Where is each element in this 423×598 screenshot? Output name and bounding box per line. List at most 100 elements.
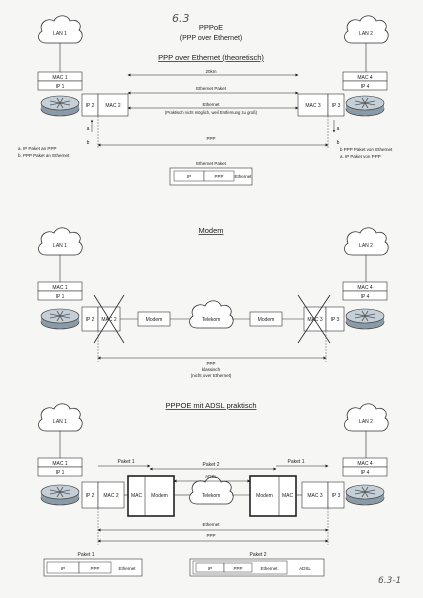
- router-left: [40, 484, 80, 506]
- lan-cloud-right: [344, 403, 389, 432]
- section-ppp-over-ethernet: PPP over Ethernet (theoretisch) LAN 1 LA…: [18, 15, 393, 186]
- dsl-right-mac-label: MAC: [282, 493, 294, 499]
- packet1-title: Paket 1: [78, 552, 95, 558]
- packet-cell-ppp: PPP: [214, 174, 223, 179]
- mac2-label: MAC 2: [101, 317, 117, 323]
- paket2-label: Paket 2: [203, 462, 220, 468]
- marker-b-left: b: [87, 140, 90, 146]
- footer-page-number: 6.3-1: [378, 576, 401, 586]
- ppp-arrow-label: PPP: [206, 136, 215, 141]
- section2-heading: Modem: [198, 226, 223, 235]
- mac4-label: MAC 4: [357, 461, 373, 467]
- ppp-span-label: PPP: [206, 533, 215, 538]
- note-left-a: a. IP Paket an PPP: [18, 146, 56, 151]
- lan-cloud-right: [344, 15, 389, 44]
- mac2-label: MAC 2: [103, 493, 119, 499]
- ethernet-arrow-label: Ethernet: [202, 102, 220, 107]
- section1-heading: PPP over Ethernet (theoretisch): [158, 53, 264, 62]
- lan-right-label: LAN 2: [359, 31, 373, 37]
- ppp-classic-note1: klassisch: [202, 367, 221, 372]
- note-right-b: b PPP Paket von Ethernet: [340, 147, 393, 152]
- packet1-cell-ethernet: Ethernet: [118, 566, 136, 571]
- lan-cloud-left: [38, 403, 83, 432]
- crossed-out-mac3: [297, 294, 331, 344]
- packet2-cell-ethernet: Ethernet: [260, 566, 278, 571]
- note-left-b: b. PPP Paket an Ethernet: [18, 153, 70, 158]
- mac3-label: MAC 3: [305, 103, 321, 109]
- ethernet-note: (Praktisch nicht möglich, weil Entfernun…: [165, 110, 258, 115]
- ethernet-span-label: Ethernet: [202, 522, 220, 527]
- mac1-label: MAC 1: [52, 285, 68, 291]
- ip2-label: IP 2: [86, 317, 95, 323]
- marker-b-right: b: [337, 140, 340, 146]
- page-subtitle: (PPP over Ethernet): [180, 35, 243, 42]
- ip4-label: IP 4: [361, 294, 370, 300]
- mac2-label: MAC 2: [105, 103, 121, 109]
- section-pppoe-adsl: PPPOE mit ADSL praktisch LAN 1 LAN 2 MAC…: [37, 401, 389, 577]
- ip1-label: IP 1: [56, 294, 65, 300]
- paket1-right-label: Paket 1: [288, 459, 305, 465]
- ip2-label: IP 2: [86, 103, 95, 109]
- dsl-right-modem-label: Modem: [256, 493, 273, 499]
- telekom-label: Telekom: [202, 317, 221, 323]
- ip4-label: IP 4: [361, 470, 370, 476]
- dsl-device-left: [127, 475, 175, 517]
- router-right: [345, 308, 385, 330]
- packet2-cell-ppp: PPP: [233, 566, 242, 571]
- ip4-label: IP 4: [361, 84, 370, 90]
- lan-left-label: LAN 1: [53, 419, 67, 425]
- router-right: [345, 95, 385, 117]
- ip3-label: IP 3: [332, 493, 341, 499]
- packet-title: Ethernet Paket: [196, 161, 227, 166]
- lan-right-label: LAN 2: [359, 419, 373, 425]
- lan-cloud-left: [38, 227, 83, 256]
- mac4-label: MAC 4: [357, 285, 373, 291]
- marker-a-left: a: [87, 126, 90, 132]
- modem-left-label: Modem: [146, 317, 163, 323]
- ip3-label: IP 3: [331, 317, 340, 323]
- section-modem: Modem LAN 1 LAN 2 MAC 1 IP 1 MAC 4 IP 4 …: [37, 226, 389, 378]
- router-right: [345, 484, 385, 506]
- lan-right-label: LAN 2: [359, 243, 373, 249]
- telekom-label: Telekom: [202, 493, 221, 499]
- note-right-a: a. IP Paket von PPP: [340, 154, 381, 159]
- packet1-cell-ip: IP: [61, 566, 65, 571]
- crossed-out-mac2: [93, 294, 125, 344]
- telekom-cloud: [189, 300, 234, 329]
- paket1-left-label: Paket 1: [118, 459, 135, 465]
- lan-left-label: LAN 1: [53, 243, 67, 249]
- adsl-label: ADSL: [205, 474, 217, 479]
- packet2-cell-ip: IP: [208, 566, 212, 571]
- router-left: [40, 95, 80, 117]
- ip1-label: IP 1: [56, 470, 65, 476]
- page-number: 6.3: [172, 12, 190, 25]
- ppp-classic-note2: (nicht over Ethernet): [191, 373, 232, 378]
- lan-cloud-right: [344, 227, 389, 256]
- modem-right-label: Modem: [258, 317, 275, 323]
- ip2-label: IP 2: [86, 493, 95, 499]
- marker-a-right: a: [337, 126, 340, 132]
- packet-cell-ethernet: Ethernet: [234, 174, 252, 179]
- mac4-label: MAC 4: [357, 75, 373, 81]
- packet-cell-ip: IP: [187, 174, 191, 179]
- router-left: [40, 308, 80, 330]
- mac1-label: MAC 1: [52, 461, 68, 467]
- mac3-label: MAC 3: [307, 493, 323, 499]
- ip3-label: IP 3: [332, 103, 341, 109]
- packet2-cell-adsl: ADSL: [299, 566, 311, 571]
- dsl-left-mac-label: MAC: [131, 493, 143, 499]
- section3-heading: PPPOE mit ADSL praktisch: [165, 401, 256, 410]
- dsl-device-right: [249, 475, 297, 517]
- page-title: PPPoE: [199, 23, 223, 32]
- lan-left-label: LAN 1: [53, 31, 67, 37]
- distance-label: 20km: [205, 69, 216, 74]
- ip1-label: IP 1: [56, 84, 65, 90]
- dsl-left-modem-label: Modem: [151, 493, 168, 499]
- packet1-cell-ppp: PPP: [90, 566, 99, 571]
- lan-cloud-left: [38, 15, 83, 44]
- ppp-classic-label: PPP: [206, 361, 215, 366]
- ethernet-paket-arrow-label: Ethernet Paket: [196, 86, 227, 91]
- packet2-title: Paket 2: [250, 552, 267, 558]
